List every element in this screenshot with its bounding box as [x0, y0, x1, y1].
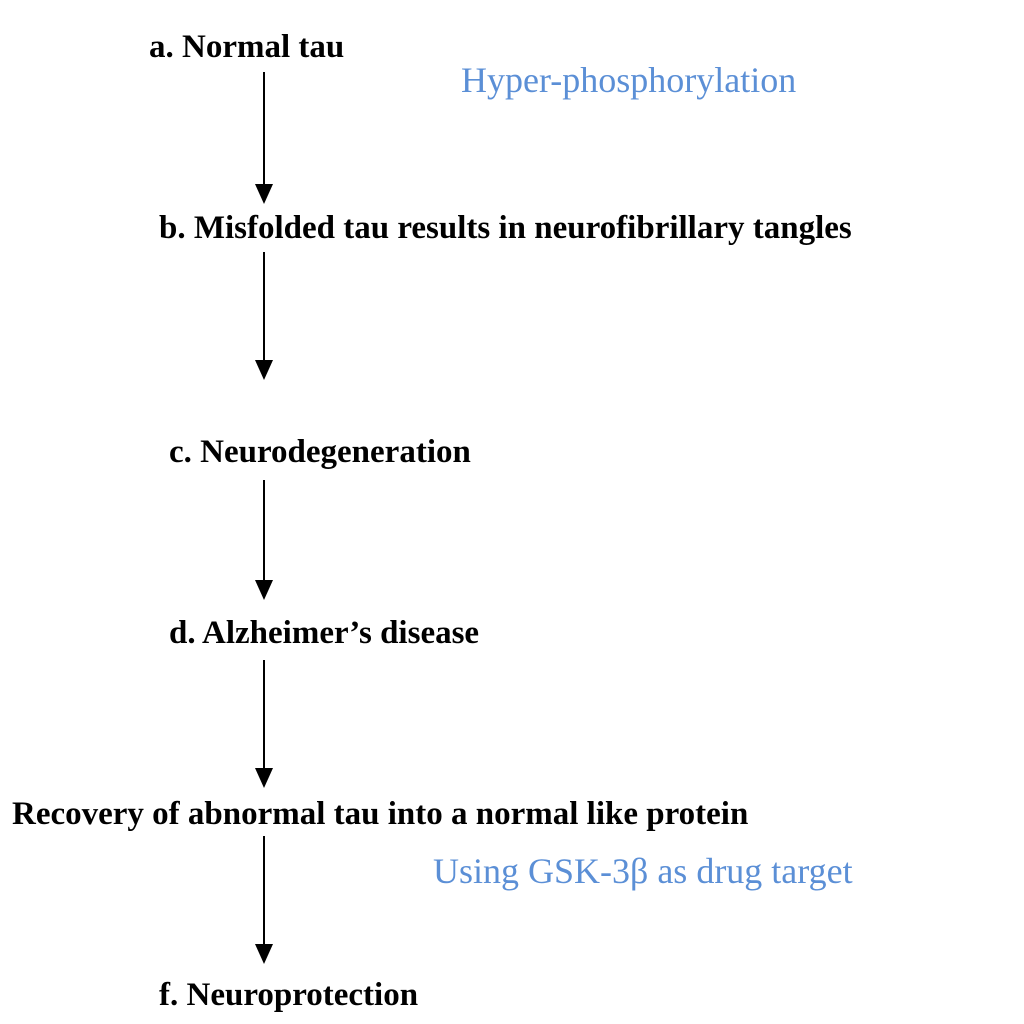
step-recovery: Recovery of abnormal tau into a normal l… [12, 796, 749, 832]
arrow-b-to-c [255, 252, 273, 380]
annotation-gsk3b-drug-target: Using GSK-3β as drug target [433, 851, 853, 891]
arrow-d-to-recovery [255, 660, 273, 788]
step-misfolded-tau: b. Misfolded tau results in neurofibrill… [159, 210, 852, 246]
arrow-a-to-b [255, 72, 273, 204]
arrow-recovery-to-f [255, 836, 273, 964]
step-normal-tau: a. Normal tau [149, 29, 345, 65]
annotation-hyper-phosphorylation: Hyper-phosphorylation [461, 60, 797, 100]
arrow-c-to-d [255, 480, 273, 600]
step-neuroprotection: f. Neuroprotection [159, 977, 419, 1013]
step-alzheimers-disease: d. Alzheimer’s disease [169, 615, 480, 651]
step-neurodegeneration: c. Neurodegeneration [169, 434, 471, 470]
